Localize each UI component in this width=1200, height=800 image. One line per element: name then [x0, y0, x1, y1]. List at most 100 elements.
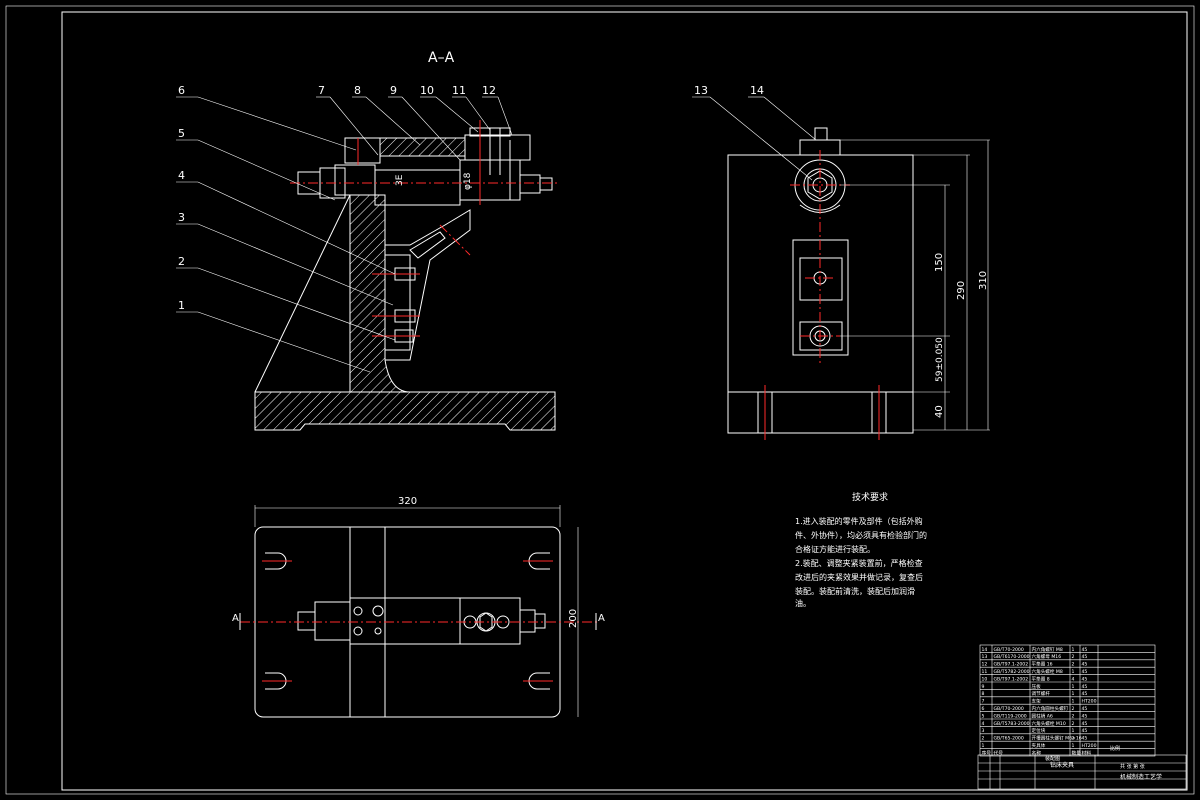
parts-list-cell: 45 — [1082, 728, 1088, 734]
parts-list-cell: GB/T119-2000 — [994, 713, 1027, 719]
dim-200: 200 — [568, 609, 579, 628]
title-scale: 比例 — [1110, 745, 1120, 752]
parts-list-cell: 平垫圈 8 — [1032, 675, 1050, 682]
parts-list-cell: 13 — [982, 654, 988, 660]
parts-list-cell: GB/T65-2000 — [994, 736, 1024, 742]
parts-list-cell: 圆柱销 A6 — [1032, 712, 1053, 719]
parts-list-cell: GB/T70-2000 — [994, 706, 1024, 712]
parts-list-cell: 平垫圈 16 — [1032, 661, 1053, 668]
parts-list-header: 数量 — [1072, 749, 1082, 756]
parts-list-cell: 开槽圆柱头螺钉 M6×16 — [1032, 735, 1082, 742]
title-block: 钻床夹具 装配图 机械制造工艺学 比例 共 张 第 张 — [977, 745, 1187, 790]
parts-list-cell: 支架 — [1032, 698, 1042, 705]
section-title: A–A — [428, 50, 455, 66]
parts-list-header: 代号 — [994, 749, 1004, 756]
section-view-a-a: A–A 3E φ18 — [176, 50, 560, 431]
balloon-11: 11 — [452, 84, 466, 97]
part-label-3e: 3E — [395, 174, 405, 186]
parts-list-cell: 45 — [1082, 721, 1088, 727]
balloon-12: 12 — [482, 84, 496, 97]
outer-border — [5, 5, 1195, 795]
parts-list-cell: 六角螺母 M16 — [1032, 653, 1062, 660]
tech-note-line-4: 2.装配、调整夹紧装置前，严格检查 — [795, 558, 923, 568]
parts-list-cell: 定位块 — [1032, 727, 1046, 734]
part-label-phi18: φ18 — [463, 172, 473, 190]
balloon-7: 7 — [318, 84, 325, 97]
parts-list-cell: 1 — [1072, 647, 1075, 653]
tech-note-line-6: 装配。装配前清洗，装配后加润滑 — [795, 586, 915, 596]
parts-list-header: 名称 — [1032, 749, 1042, 756]
parts-list-cell: HT200 — [1082, 699, 1097, 705]
parts-list-cell: 内六角螺钉 M8 — [1032, 646, 1063, 653]
dim-150: 150 — [934, 253, 945, 272]
parts-list-cell: 45 — [1082, 691, 1088, 697]
parts-list-cell: 1 — [982, 743, 985, 749]
parts-list-cell: 2 — [1072, 736, 1075, 742]
parts-list-cell: 1 — [1072, 743, 1075, 749]
balloon-3: 3 — [178, 211, 185, 224]
balloon-14: 14 — [750, 84, 764, 97]
parts-list-cell: 夹具体 — [1032, 742, 1046, 749]
parts-list-cell: GB/T5783-2000 — [994, 721, 1030, 727]
parts-list-cell: 压板 — [1032, 683, 1042, 690]
dim-310: 310 — [978, 271, 989, 290]
balloon-2: 2 — [178, 255, 185, 268]
parts-list-cell: 14 — [982, 647, 988, 653]
parts-list-cell: GB/T6170-2000 — [994, 654, 1030, 660]
balloon-5: 5 — [178, 127, 185, 140]
parts-list-cell: 7 — [982, 699, 985, 705]
parts-list-cell: 2 — [1072, 662, 1075, 668]
parts-list-cell: 45 — [1082, 669, 1088, 675]
dim-40: 40 — [934, 405, 945, 418]
tech-note-line-5: 改进后的夹紧效果并做记录，复查后 — [795, 572, 923, 582]
title-sheet: 共 张 第 张 — [1120, 763, 1145, 770]
parts-list-cell: 8 — [982, 691, 985, 697]
parts-list-cell: 1 — [1072, 699, 1075, 705]
parts-list-cell: 45 — [1082, 706, 1088, 712]
side-view: 150 290 310 59±0.050 40 13 14 — [692, 84, 990, 440]
balloon-6: 6 — [178, 84, 185, 97]
parts-list-cell: GB/T97.1-2002 — [994, 676, 1029, 682]
parts-list-cell: 1 — [1072, 691, 1075, 697]
balloons-left: 6 5 4 3 2 1 7 8 9 10 11 12 — [176, 84, 513, 373]
parts-list-cell: 内六角圆柱头螺钉 — [1032, 705, 1069, 712]
cut-a-left: A — [232, 613, 239, 624]
title-drawing-no: 装配图 — [1045, 755, 1060, 762]
parts-list-cell: 六角头螺栓 M10 — [1032, 720, 1066, 727]
parts-list-cell: 2 — [982, 736, 985, 742]
cut-a-right: A — [598, 613, 605, 624]
parts-list-cell: 45 — [1082, 713, 1088, 719]
tech-notes: 技术要求 1.进入装配的零件及部件（包括外购 件、外协件），均必须具有检验部门的… — [795, 491, 927, 608]
parts-list-cell: 4 — [1072, 676, 1075, 682]
tech-notes-title: 技术要求 — [852, 491, 888, 503]
tech-note-line-1: 1.进入装配的零件及部件（包括外购 — [795, 516, 923, 526]
parts-list-cell: 六角头螺栓 M8 — [1032, 668, 1063, 675]
balloon-13: 13 — [694, 84, 708, 97]
balloon-8: 8 — [354, 84, 361, 97]
parts-list-header: 材料 — [1082, 749, 1092, 756]
parts-list-header: 序号 — [982, 749, 992, 756]
parts-list-cell: 45 — [1082, 676, 1088, 682]
plan-view: 320 200 A A — [232, 496, 605, 718]
parts-list-cell: 4 — [982, 721, 985, 727]
tech-note-line-2: 件、外协件），均必须具有检验部门的 — [795, 530, 927, 540]
parts-list-cell: 6 — [982, 706, 985, 712]
parts-list-cell: GB/T70-2000 — [994, 647, 1024, 653]
balloon-1: 1 — [178, 299, 185, 312]
parts-list-cell: 45 — [1082, 654, 1088, 660]
tech-note-line-3: 合格证方能进行装配。 — [795, 544, 875, 554]
parts-list-cell: 9 — [982, 684, 985, 690]
parts-list-cell: HT200 — [1082, 743, 1097, 749]
parts-list-cell: 2 — [1072, 706, 1075, 712]
parts-list-cell: 45 — [1082, 684, 1088, 690]
title-school: 机械制造工艺学 — [1120, 773, 1162, 781]
parts-list-cell: 2 — [1072, 654, 1075, 660]
balloon-4: 4 — [178, 169, 185, 182]
parts-list-cell: 5 — [982, 713, 985, 719]
dim-59: 59±0.050 — [935, 337, 945, 382]
parts-list-cell: 45 — [1082, 736, 1088, 742]
parts-list-cell: 45 — [1082, 647, 1088, 653]
parts-list-cell: 12 — [982, 662, 988, 668]
